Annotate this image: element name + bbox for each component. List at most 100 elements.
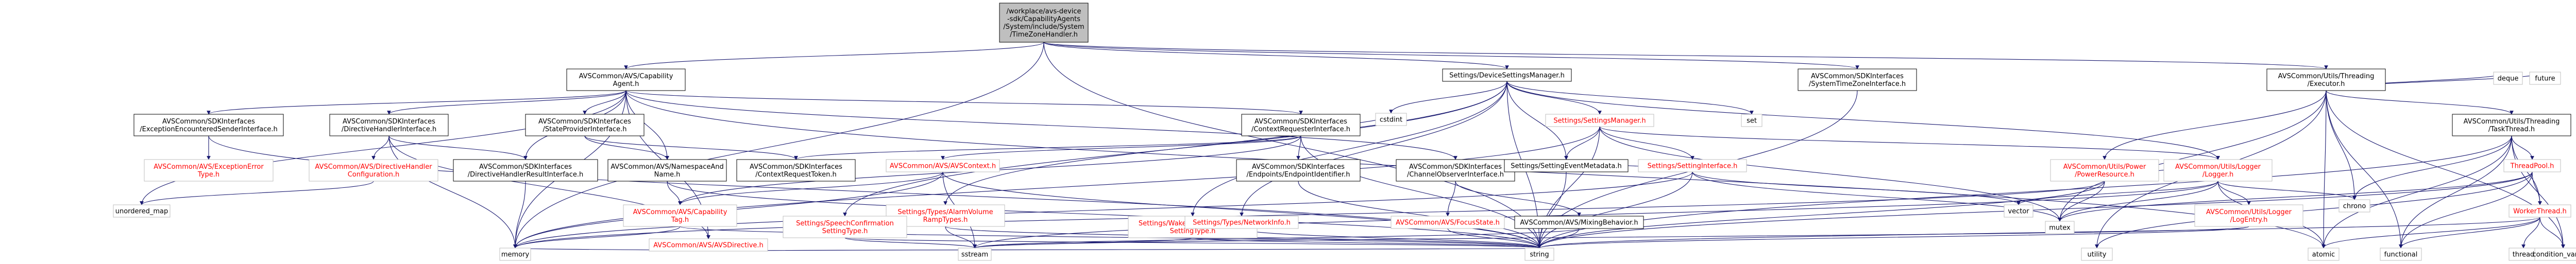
node-threadpool-h[interactable]: ThreadPool.h: [2503, 159, 2561, 172]
node-label-line: /ContextRequesterInterface.h: [1251, 126, 1350, 133]
node-avscommon-avs-avscontext-h[interactable]: AVSCommon/AVS/AVSContext.h: [886, 159, 1000, 172]
node-deque[interactable]: deque: [2493, 72, 2523, 85]
node-settings-devicesettingsmanager-h[interactable]: Settings/DeviceSettingsManager.h: [1442, 68, 1572, 82]
node-box: [499, 248, 531, 261]
node-utility[interactable]: utility: [2081, 248, 2113, 261]
edge-powerresource-to-memory: [513, 181, 2105, 249]
node-box: [133, 114, 284, 136]
edge-root-to-string: [1043, 42, 1541, 249]
edge-capabilitytag-to-string: [680, 226, 1541, 249]
node-avscommon-sdkinterfaces-systemtimezoneinterface-h[interactable]: AVSCommon/SDKInterfaces/SystemTimeZoneIn…: [1798, 68, 1917, 91]
node-box: [2308, 248, 2340, 261]
edge-root-to-systemtimezone: [1043, 42, 1859, 69]
node-label-line: AVSCommon/SDKInterfaces: [538, 118, 631, 126]
node-label-line: AVSCommon/SDKInterfaces: [750, 163, 842, 171]
node-avscommon-avs-capability-agent-h[interactable]: AVSCommon/AVS/CapabilityAgent.h: [566, 68, 686, 91]
node-box: [144, 159, 274, 182]
node-box: [2534, 248, 2576, 261]
node-label-line: string: [1530, 251, 1549, 259]
node-thread[interactable]: thread: [2509, 248, 2538, 261]
node-avscommon-avs-mixingbehavior-h[interactable]: AVSCommon/AVS/MixingBehavior.h: [1514, 216, 1644, 229]
node-avscommon-sdkinterfaces-stateproviderinterface-h[interactable]: AVSCommon/SDKInterfaces/StateProviderInt…: [525, 114, 645, 136]
node-box: [607, 159, 727, 182]
node-label-line: /PowerResource.h: [2075, 171, 2134, 179]
node-settings-settingsmanager-h[interactable]: Settings/SettingsManager.h: [1545, 114, 1654, 127]
node-avscommon-sdkinterfaces-contextrequesterinterface-h[interactable]: AVSCommon/SDKInterfaces/ContextRequester…: [1241, 114, 1361, 136]
edge-settingsmgr-to-loggerlogger: [1599, 126, 2220, 160]
node-avscommon-utils-threading-taskthread-h[interactable]: AVSCommon/Utils/Threading/TaskThread.h: [2452, 114, 2571, 136]
edge-executor-to-functional: [2326, 90, 2403, 249]
edge-workerthread-to-string: [1537, 217, 2540, 249]
edge-dirhandler-to-dirhandlerconfig: [371, 135, 389, 160]
edge-executor-to-atomic: [2321, 90, 2327, 249]
edge-capagent-to-dirhandler: [387, 90, 626, 115]
node-atomic[interactable]: atomic: [2308, 248, 2340, 261]
node-box: [2266, 68, 2386, 91]
node-label-line: AVSCommon/Utils/Logger: [2175, 163, 2261, 171]
node-label-line: /DirectiveHandlerInterface.h: [342, 126, 436, 133]
node-settings-types-networkinfo-h[interactable]: Settings/Types/NetworkInfo.h: [1184, 216, 1299, 229]
node-box: [2194, 204, 2303, 227]
node-box: [2493, 72, 2523, 85]
node-future[interactable]: future: [2529, 72, 2561, 85]
edge-settinginterface-to-mutex: [1692, 171, 2062, 222]
edge-avscontext-to-string: [942, 171, 1541, 249]
edge-namespacename-to-string: [667, 181, 1541, 249]
node-avscommon-utils-power-powerresource-h[interactable]: AVSCommon/Utils/Power/PowerResource.h: [2050, 159, 2159, 182]
node-set[interactable]: set: [1741, 114, 1762, 127]
edge-capabilitytag-to-memory: [513, 226, 681, 249]
node-avscommon-sdkinterfaces-directivehandlerinterface-h[interactable]: AVSCommon/SDKInterfaces/DirectiveHandler…: [329, 114, 449, 136]
node-chrono[interactable]: chrono: [2338, 199, 2370, 213]
node-box: [1442, 68, 1572, 82]
node-vector[interactable]: vector: [2004, 204, 2033, 218]
node-unordered-map[interactable]: unordered_map: [113, 204, 171, 218]
node-functional[interactable]: functional: [2380, 248, 2422, 261]
node-avscommon-utils-logger-logentry-h[interactable]: AVSCommon/Utils/Logger/LogEntry.h: [2194, 204, 2303, 227]
node-label-line: AVSCommon/AVS/ExceptionError: [154, 163, 264, 171]
node-avscommon-utils-logger-logger-h[interactable]: AVSCommon/Utils/Logger/Logger.h: [2163, 159, 2273, 182]
edge-devicesettings-to-cstdint: [1389, 81, 1507, 114]
node-mutex[interactable]: mutex: [2045, 221, 2075, 234]
edge-mixingbehavior-to-sstream: [973, 228, 1580, 249]
node-sstream[interactable]: sstream: [958, 248, 992, 261]
node-settings-settinginterface-h[interactable]: Settings/SettingInterface.h: [1638, 159, 1747, 172]
node-avscommon-sdkinterfaces-contextrequesttoken-h[interactable]: AVSCommon/SDKInterfaces/ContextRequestTo…: [736, 159, 856, 182]
node-avscommon-sdkinterfaces-exceptionencounteredsenderinterface-h[interactable]: AVSCommon/SDKInterfaces/ExceptionEncount…: [133, 114, 284, 136]
node-box: [736, 159, 856, 182]
node-cstdint[interactable]: cstdint: [1375, 113, 1407, 126]
node-workerthread-h[interactable]: WorkerThread.h: [2509, 204, 2571, 218]
node-condition-variable[interactable]: condition_variable: [2532, 248, 2576, 261]
node-label-line: Type.h: [197, 171, 219, 179]
edge-devicesettings-to-wakewordconfirm: [1191, 81, 1507, 217]
edge-logentry-to-string: [1537, 226, 2249, 249]
node-label-line: WorkerThread.h: [2513, 208, 2567, 216]
edge-executor-to-powerresource: [2103, 90, 2327, 160]
node-box: [1638, 159, 1747, 172]
edge-dirhandlerconfig-to-unordered_map: [140, 181, 374, 205]
edge-capagent-to-exceptionenc: [207, 90, 626, 115]
node-box: [1514, 216, 1644, 229]
node-label-line: AVSCommon/SDKInterfaces: [1409, 163, 1502, 171]
edge-tasktthread-to-chrono: [2352, 135, 2512, 200]
edge-channelobserver-to-mixingbehavior: [1455, 181, 1581, 217]
node-label-line: condition_variable: [2532, 251, 2576, 259]
node-label-line: /StateProviderInterface.h: [543, 126, 627, 133]
node-avscommon-avs-directivehandler-configuration-h[interactable]: AVSCommon/AVS/DirectiveHandlerConfigurat…: [309, 159, 438, 182]
node-string[interactable]: string: [1524, 248, 1554, 261]
node-settings-settingeventmetadata-h[interactable]: Settings/SettingEventMetadata.h: [1504, 159, 1629, 172]
edge-speechconfirm-to-sstream: [844, 237, 977, 249]
node-avscommon-sdkinterfaces-directivehandlerresultinterface-h[interactable]: AVSCommon/SDKInterfaces/DirectiveHandler…: [453, 159, 598, 182]
node-label-line: AVSCommon/SDKInterfaces: [1811, 73, 1904, 80]
node-label-line: AVSCommon/SDKInterfaces: [162, 118, 255, 126]
node-avscommon-utils-threading-executor-h[interactable]: AVSCommon/Utils/Threading/Executor.h: [2266, 68, 2386, 91]
node-box: [1396, 159, 1515, 182]
node-avscommon-sdkinterfaces-endpoints-endpointidentifier-h[interactable]: AVSCommon/SDKInterfaces/Endpoints/Endpoi…: [1236, 159, 1361, 182]
node-avscommon-avs-avsdirective-h[interactable]: AVSCommon/AVS/AVSDirective.h: [649, 238, 768, 252]
node-avscommon-avs-focusstate-h[interactable]: AVSCommon/AVS/FocusState.h: [1391, 216, 1505, 229]
node-memory[interactable]: memory: [499, 248, 531, 261]
node-avscommon-sdkinterfaces-channelobserverinterface-h[interactable]: AVSCommon/SDKInterfaces/ChannelObserverI…: [1396, 159, 1515, 182]
